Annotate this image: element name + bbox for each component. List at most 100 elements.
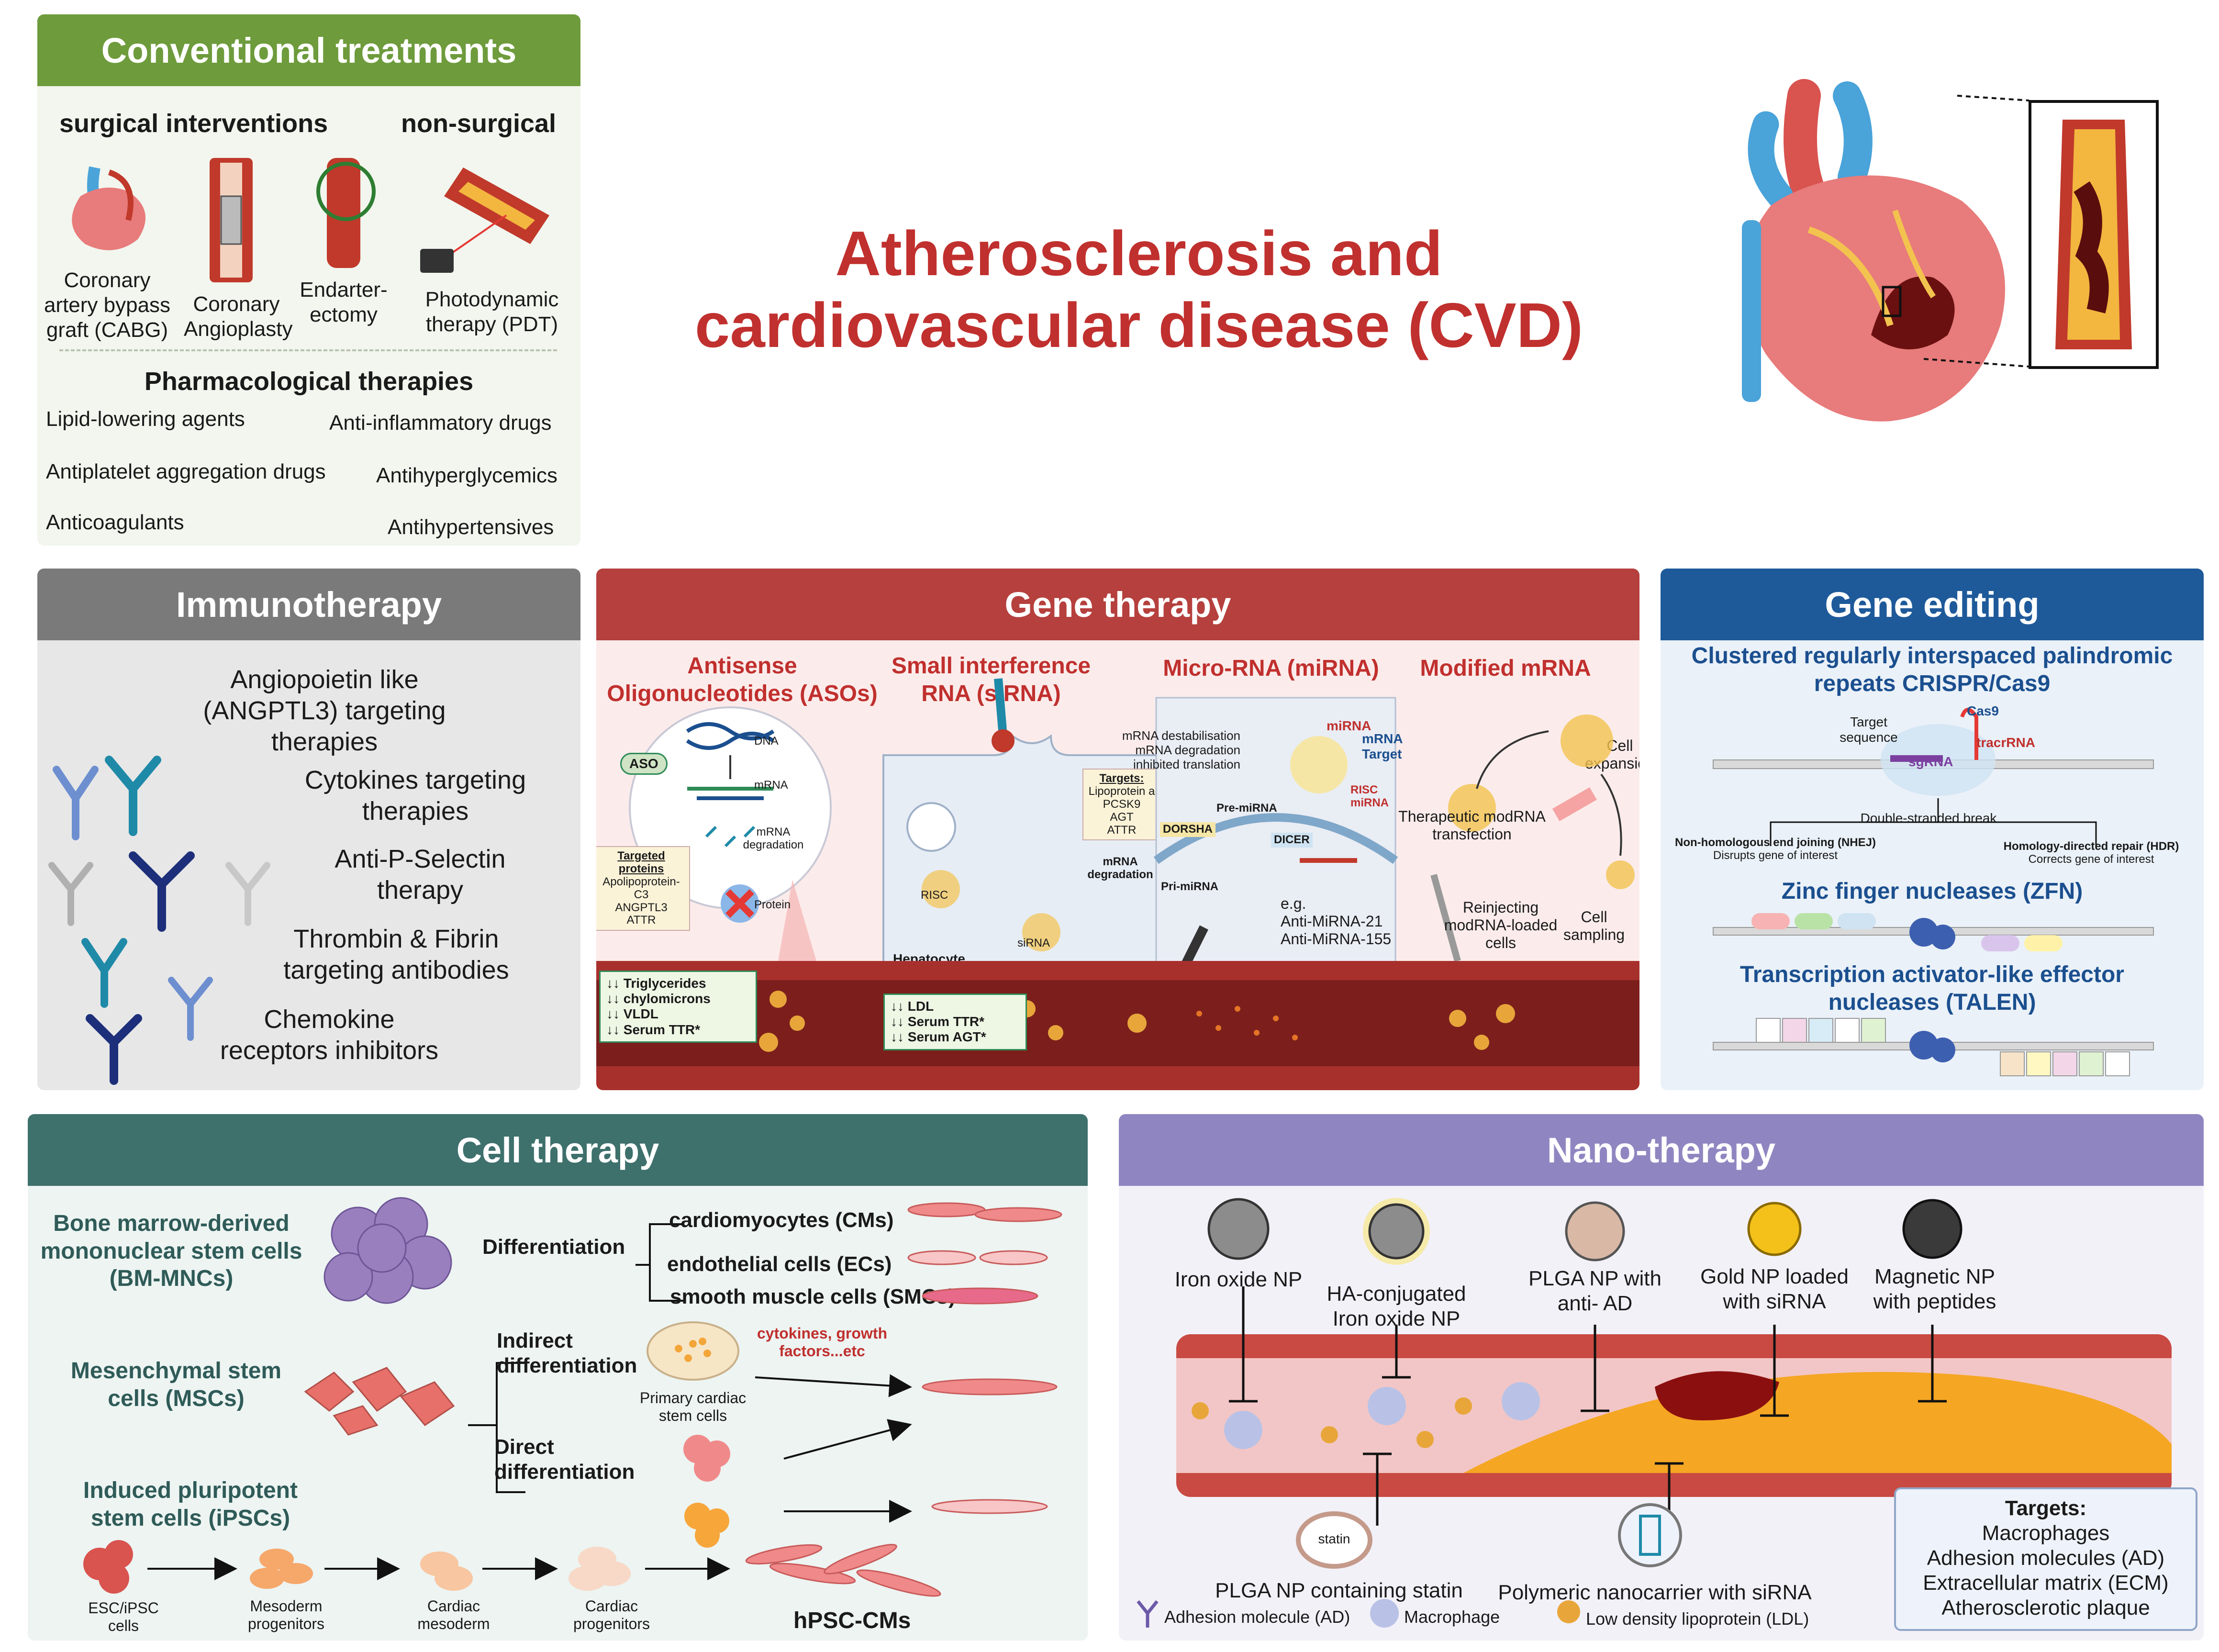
sirna-targets-box: Targets: Lipoprotein a PCSK9 AGT ATTR [1082, 769, 1161, 841]
hdr-desc: Corrects gene of interest [2028, 852, 2154, 866]
modrna-title: Modified mRNA [1420, 656, 1591, 681]
ha-iron-np-label: HA-conjugated Iron oxide NP [1327, 1282, 1466, 1330]
plga-ad-label: PLGA NP with anti- AD [1528, 1267, 1661, 1315]
legend-ldl-icon [1557, 1600, 1580, 1623]
cytokines-label: cytokines, growth factors...etc [757, 1325, 888, 1360]
mirna-mechanisms: mRNA destabilisation mRNA degradation in… [1122, 728, 1240, 771]
mscs-cells [304, 1367, 455, 1436]
bm-mnc-cluster [323, 1197, 452, 1304]
cabg-heart-icon [72, 166, 145, 250]
crispr-title: Clustered regularly interspaced palindro… [1691, 643, 2173, 696]
artery-zoom-box [1923, 95, 2159, 369]
hpsc-label: hPSC-CMs [793, 1608, 911, 1633]
modrna-reinjecting: Reinjecting modRNA-loaded cells [1444, 899, 1558, 951]
nano-targets-box: Targets: Macrophages Adhesion molecules … [1894, 1487, 2197, 1631]
sirna-targets-list: Lipoprotein a PCSK9 AGT ATTR [1088, 784, 1155, 837]
immuno-item-5: Chemokine receptors inhibitors [220, 1005, 439, 1065]
ipsc-differentiation-path [83, 1540, 941, 1597]
modrna-transfection: Therapeutic modRNA transfection [1398, 808, 1546, 843]
mirna-title: Micro-RNA (miRNA) [1163, 656, 1379, 681]
aso-protein: Protein [754, 898, 791, 911]
immuno-item-2: Cytokines targeting therapies [304, 766, 526, 826]
conventional-panel: Conventional treatments surgical interve… [37, 14, 580, 546]
cell-therapy-header: Cell therapy [28, 1114, 1088, 1186]
nano-therapy-header: Nano-therapy [1119, 1114, 2204, 1186]
page-title: Atherosclerosis and cardiovascular disea… [660, 218, 1617, 361]
mscs-label: Mesenchymal stem cells (MSCs) [70, 1358, 282, 1411]
cell-therapy-panel: Cell therapy Bone marrow-derived mononuc… [28, 1114, 1088, 1641]
modrna-sampling: Cell sampling [1563, 908, 1625, 943]
aso-targeted-list: Apolipoprotein- C3 ANGPTL3 ATTR [602, 875, 680, 927]
drug-antihyperglycemics: Antihyperglycemics [376, 464, 558, 487]
plga-statin-label: PLGA NP containing statin [1215, 1579, 1463, 1602]
pri-mirna-label: Pri-miRNA [1161, 880, 1219, 893]
nano-therapy-panel: Nano-therapy Iron oxide NP HA-conjugated… [1119, 1114, 2204, 1641]
sirna-targets-heading: Targets: [1099, 772, 1144, 785]
gene-therapy-panel: Gene therapy Antisense Oligonucleotides … [596, 569, 1639, 1090]
differentiation-label: Differentiation [482, 1235, 625, 1259]
title-line-1: Atherosclerosis and [835, 218, 1443, 289]
smcs-label: smooth muscle cells (SMCs) [670, 1285, 956, 1308]
nonsurgical-heading: non-surgical [401, 109, 557, 138]
ipscs-label: Induced pluripotent stem cells (iPSCs) [83, 1478, 298, 1531]
aso-effects: ↓↓ Triglycerides ↓↓ chylomicrons ↓↓ VLDL… [599, 971, 757, 1043]
pharma-heading: Pharmacological therapies [144, 367, 474, 396]
tracrrna-label: tracrRNA [1976, 735, 2035, 750]
mirna-label: miRNA [1327, 718, 1372, 733]
immunotherapy-header: Immunotherapy [37, 569, 580, 640]
cardiac-prog-label: Cardiac progenitors [573, 1597, 650, 1632]
nano-particles [1207, 1198, 1963, 1265]
sirna-risc: RISC [921, 889, 948, 902]
immuno-item-1: Angiopoietin like (ANGPTL3) targeting th… [203, 665, 446, 756]
aso-dna: DNA [754, 735, 779, 748]
cas9-label: Cas9 [1967, 703, 1999, 718]
pre-mirna-label: Pre-miRNA [1216, 802, 1277, 815]
dorsha-label: DORSHA [1160, 822, 1216, 837]
differentiated-cells [907, 1202, 1062, 1305]
drug-antiinflammatory: Anti-inflammatory drugs [329, 411, 552, 435]
talen-diagram [1713, 1018, 2154, 1076]
polymeric-np [1618, 1503, 1682, 1567]
gold-np-label: Gold NP loaded with siRNA [1700, 1265, 1849, 1313]
dicer-label: DICER [1271, 833, 1313, 848]
msc-branches [468, 1362, 525, 1493]
gene-editing-panel: Gene editing Clustered regularly intersp… [1661, 569, 2204, 1090]
aso-badge: ASO [620, 753, 668, 775]
aso-title: Antisense Oligonucleotides (ASOs) [607, 653, 878, 706]
cardiac-mesoderm-label: Cardiac mesoderm [417, 1597, 490, 1632]
risc-mirna-label: RISC miRNA [1350, 783, 1389, 809]
cabg-label: Coronary artery bypass graft (CABG) [44, 268, 171, 342]
gene-editing-header: Gene editing [1661, 569, 2204, 640]
dsb-label: Double-stranded break [1860, 811, 1997, 826]
drug-lipid: Lipid-lowering agents [46, 407, 245, 431]
gene-therapy-header: Gene therapy [596, 569, 1639, 640]
conventional-divider [59, 349, 557, 351]
ecs-label: endothelial cells (ECs) [667, 1252, 892, 1276]
statin-np [1296, 1511, 1372, 1569]
magnetic-np-label: Magnetic NP with peptides [1873, 1265, 1996, 1313]
aso-targeted-heading: Targeted proteins [617, 849, 665, 875]
petri-dish [647, 1321, 739, 1381]
immuno-item-4: Thrombin & Fibrin targeting antibodies [283, 925, 509, 984]
modrna-cells [1430, 714, 1635, 962]
endarterectomy-label: Endarter- ectomy [300, 278, 388, 326]
immuno-item-3: Anti-P-Selectin therapy [335, 845, 506, 904]
legend-macrophage-icon [1370, 1599, 1399, 1628]
cms-label: cardiomyocytes (CMs) [669, 1208, 894, 1232]
bm-mnc-label: Bone marrow-derived mononuclear stem cel… [40, 1211, 302, 1292]
pdt-label: Photodynamic therapy (PDT) [425, 288, 559, 336]
aso-targeted-box: Targeted proteins Apolipoprotein- C3 ANG… [596, 846, 690, 931]
mesoderm-prog-label: Mesoderm progenitors [247, 1597, 325, 1632]
repair-branches [1770, 821, 2097, 846]
aso-mrna: mRNA [754, 779, 788, 792]
legend-ad: Adhesion molecule (AD) [1164, 1607, 1350, 1627]
drug-antiplatelet: Antiplatelet aggregation drugs [46, 460, 326, 483]
nhej-title: Non-homologous end joining (NHEJ) [1675, 836, 1876, 849]
sirna-title: Small interference RNA (siRNA) [891, 653, 1091, 706]
nhej-label: Non-homologous end joining (NHEJ) Disrup… [1661, 836, 1890, 862]
hdr-label: Homology-directed repair (HDR) Corrects … [1986, 840, 2197, 866]
legend-ad-icon [1137, 1600, 1159, 1628]
primary-cardiac-label: Primary cardiac stem cells [639, 1389, 747, 1424]
gene-therapy-artery [596, 961, 1639, 1090]
direct-cells [683, 1435, 730, 1548]
